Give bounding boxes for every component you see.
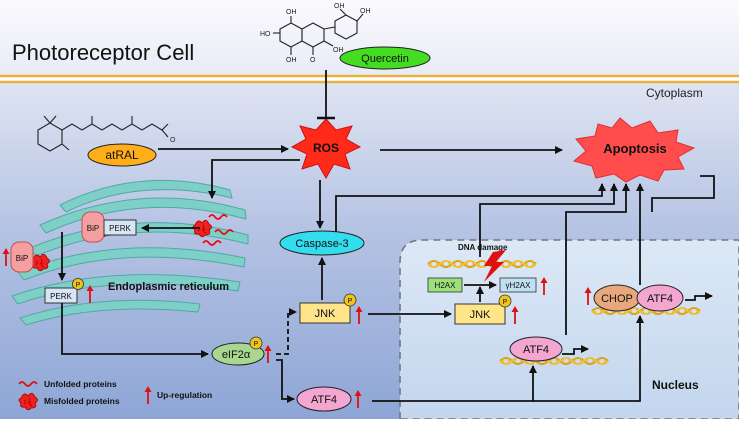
cytoplasm-label: Cytoplasm — [646, 86, 703, 100]
gh2ax-label: γH2AX — [506, 281, 532, 290]
eif2a-node — [211, 342, 265, 366]
atf4-nucleus-label: ATF4 — [523, 344, 549, 356]
ros-to-er-arrow — [208, 159, 300, 199]
quercetin-ho: HO — [260, 31, 271, 38]
jnk-cytoplasm — [299, 302, 351, 324]
atf4-transcription-arrow — [562, 345, 589, 355]
er-label: Endoplasmic reticulum — [108, 281, 229, 293]
nucleus-label: Nucleus — [652, 378, 699, 392]
atral-label: atRAL — [105, 148, 139, 162]
dna-damage-bolt — [484, 250, 506, 282]
legend-misfolded-icon — [18, 392, 38, 411]
quercetin-oh-3: OH — [360, 8, 371, 15]
atf4-chop-partner — [636, 284, 684, 312]
caspase3-node — [279, 230, 365, 256]
apoptosis-burst — [572, 117, 696, 183]
quercetin-o: O — [310, 57, 316, 64]
dna-damage-label: DNA damage — [458, 243, 508, 252]
jnk-nucleus-phospho — [498, 294, 512, 308]
chop-label: CHOP — [601, 293, 633, 305]
perk-to-eif2a-arrow — [61, 303, 209, 358]
perk-upper-label: PERK — [109, 224, 131, 233]
jnk-cytoplasm-phospho-label: P — [348, 298, 353, 305]
jnk-nucleus-phospho-label: P — [503, 299, 508, 306]
jnk-nucleus-label: JNK — [470, 309, 491, 321]
quercetin-oh-4: OH — [286, 57, 297, 64]
perk-lower-label: PERK — [50, 292, 72, 301]
bip-left — [10, 241, 34, 273]
eif2a-to-jnk-arrow — [276, 308, 297, 355]
nucleus-right-connector — [651, 175, 715, 212]
perk-upper — [103, 219, 137, 236]
atf4-nucleus — [509, 336, 563, 362]
jnk-nucleus — [454, 303, 506, 325]
perk-lower — [44, 287, 78, 304]
caspase3-label: Caspase-3 — [295, 238, 348, 250]
atral-o: O — [170, 137, 176, 144]
atf4-to-chop-arrow — [533, 315, 644, 402]
eif2a-label: eIF2α — [222, 349, 251, 361]
h2ax-label: H2AX — [435, 281, 457, 290]
caspase-to-apoptosis-arrow — [335, 183, 606, 232]
h2ax-node — [427, 277, 463, 293]
quercetin-node — [339, 46, 431, 70]
page-title: Photoreceptor Cell — [12, 40, 194, 65]
chop-transcription-arrow — [685, 292, 713, 301]
quercetin-structure — [273, 8, 364, 55]
jnk-cytoplasm-label: JNK — [315, 308, 336, 320]
atral-node — [87, 143, 157, 167]
misfolded-protein-3 — [30, 253, 50, 272]
perk-phospho-label: P — [76, 282, 81, 289]
dna-damage-to-apoptosis-arrow — [479, 183, 618, 257]
eif2a-phospho-label: P — [254, 341, 259, 348]
quercetin-label: Quercetin — [361, 53, 409, 65]
atf4-cytoplasm-label: ATF4 — [311, 394, 337, 406]
atral-structure — [37, 115, 169, 152]
gh2ax-node — [499, 277, 537, 293]
apoptosis-label: Apoptosis — [603, 141, 667, 156]
atf4-chop-partner-label: ATF4 — [647, 293, 673, 305]
quercetin-oh-5: OH — [333, 47, 344, 54]
eif2a-to-atf4-arrow — [276, 359, 295, 403]
quercetin-oh-2: OH — [334, 3, 345, 10]
perk-phospho — [72, 278, 84, 290]
ros-label: ROS — [313, 141, 339, 155]
bip-left-label: BiP — [16, 254, 28, 263]
pathway-arrows — [58, 70, 715, 403]
nucleus-region — [399, 239, 739, 420]
atf4-nucleus-to-apoptosis-arrow — [565, 183, 630, 335]
jnk-cytoplasm-phospho — [343, 293, 357, 307]
ros-burst — [290, 118, 362, 180]
legend-upregulation-label: Up-regulation — [157, 390, 212, 400]
bip-upper-label: BiP — [87, 224, 99, 233]
quercetin-oh-1: OH — [286, 9, 297, 16]
atf4-cytoplasm — [296, 386, 352, 412]
legend-misfolded-label: Misfolded proteins — [44, 396, 120, 406]
legend-unfolded-label: Unfolded proteins — [44, 379, 117, 389]
eif2a-phospho — [249, 336, 263, 350]
